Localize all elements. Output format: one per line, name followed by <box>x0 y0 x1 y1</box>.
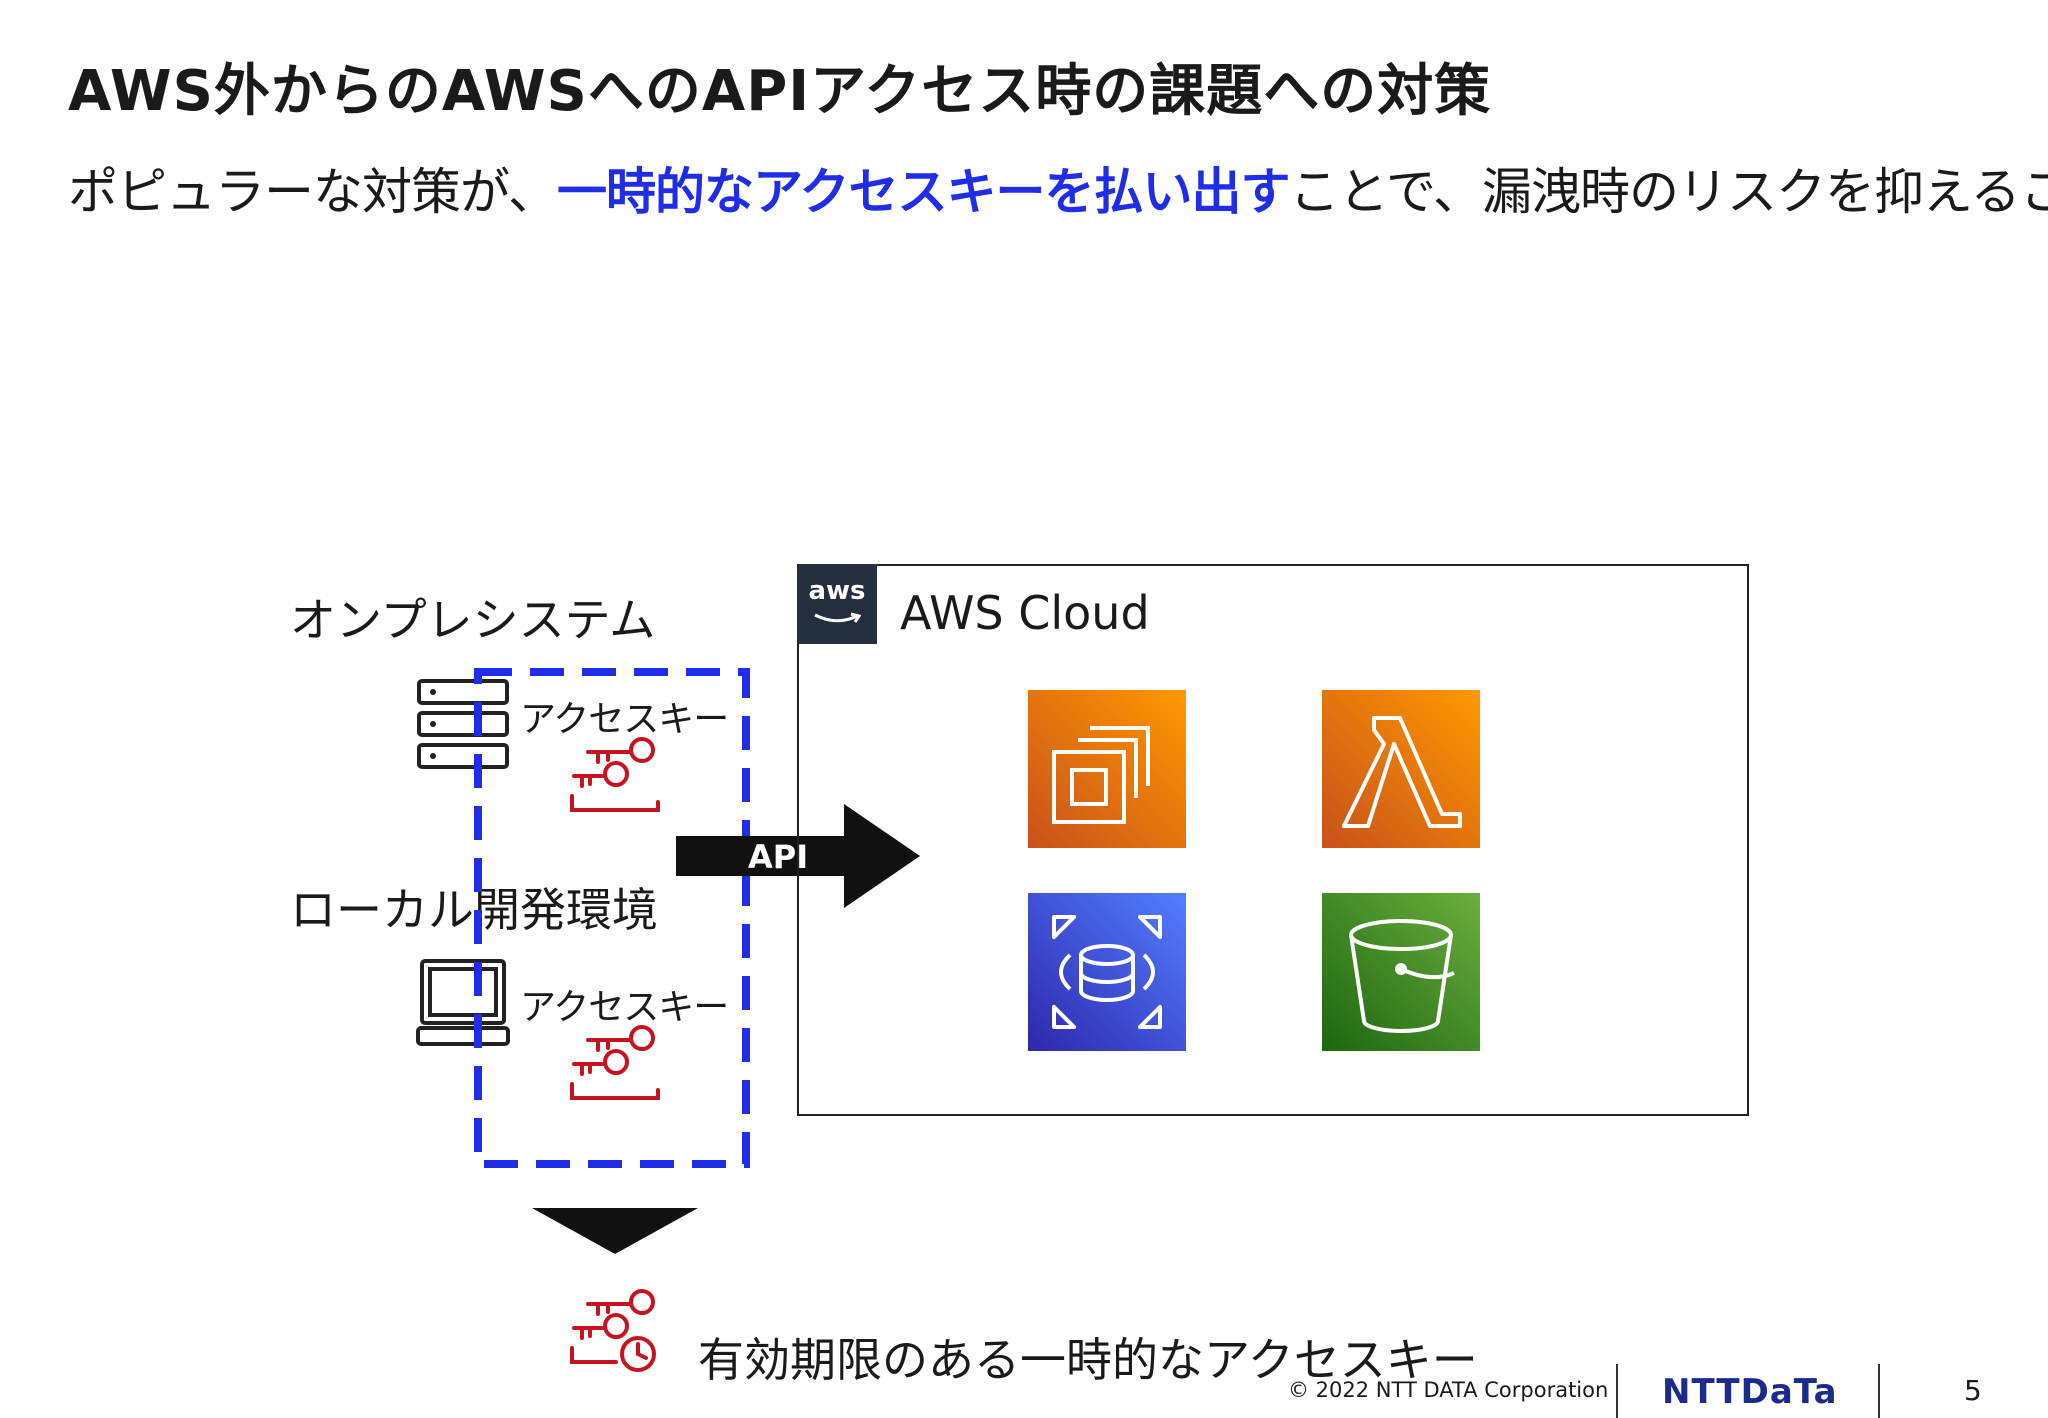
access-key-label-onprem: アクセスキー <box>520 699 729 740</box>
access-keys-icon <box>570 737 660 812</box>
subtitle-before: ポピュラーな対策が、 <box>68 163 558 221</box>
access-key-label-local: アクセスキー <box>520 987 729 1028</box>
slide-subtitle: ポピュラーな対策が、一時的なアクセスキーを払い出すことで、漏洩時のリスクを抑える… <box>68 152 2048 224</box>
aws-cloud-box <box>797 564 1749 1116</box>
onprem-label: オンプレシステム <box>290 593 656 647</box>
slide-title: AWS外からのAWSへのAPIアクセス時の課題への対策 <box>68 59 1492 124</box>
footer-copyright: © 2022 NTT DATA Corporation <box>1288 1378 1609 1402</box>
subtitle-highlight: 一時的なアクセスキーを払い出す <box>557 163 1290 221</box>
subtitle-after: ことで、漏洩時のリスクを抑えること <box>1289 163 2048 221</box>
aws-logo-text: aws <box>808 576 866 606</box>
down-arrow-icon <box>532 1208 698 1254</box>
access-key-highlight-box <box>474 668 750 1168</box>
server-icon <box>417 679 509 769</box>
temporary-access-key-label: 有効期限のある一時的なアクセスキー <box>698 1333 1478 1387</box>
footer-divider <box>1878 1364 1880 1418</box>
lambda-icon <box>1322 690 1480 848</box>
aws-logo-icon: aws <box>797 564 877 644</box>
aws-cloud-label: AWS Cloud <box>900 586 1150 640</box>
rds-database-icon <box>1028 893 1186 1051</box>
laptop-icon <box>416 959 510 1046</box>
access-keys-icon <box>570 1025 660 1100</box>
page-number: 5 <box>1964 1374 1982 1407</box>
temporary-access-key-icon <box>570 1289 656 1372</box>
footer-divider <box>1616 1364 1618 1418</box>
s3-bucket-icon <box>1322 893 1480 1051</box>
ec2-icon <box>1028 690 1186 848</box>
ntt-data-logo: NTTDaTa <box>1662 1372 1838 1412</box>
